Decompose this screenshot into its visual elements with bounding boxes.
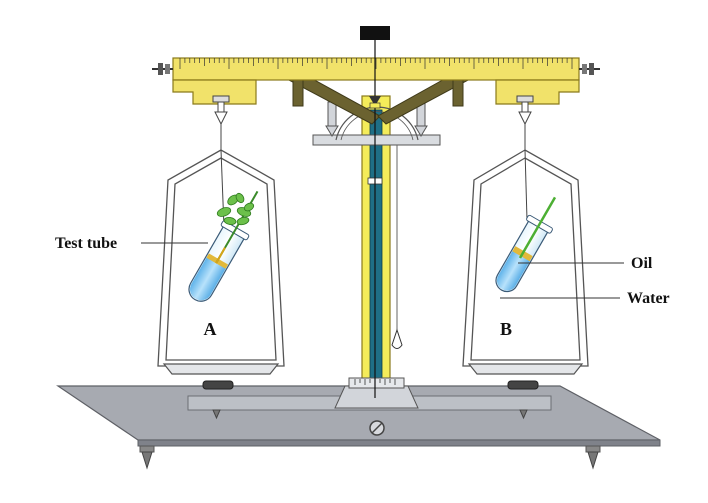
test-tube-b (495, 149, 557, 293)
knob-left (202, 380, 234, 390)
hanger-right (516, 95, 534, 150)
knob-right (507, 380, 539, 390)
label-pan-b: B (500, 319, 512, 339)
beam-end-screw-left (152, 63, 173, 75)
pointer-weight-icon (391, 145, 403, 349)
hanger-left (212, 95, 230, 150)
foot-right (585, 445, 601, 470)
label-oil: Oil (631, 255, 653, 272)
support-plate (312, 134, 441, 146)
beam-ticks (179, 58, 573, 69)
pan-a (162, 363, 280, 375)
leaf-icon (216, 192, 255, 226)
foot-left (139, 445, 155, 470)
support-hooks (325, 101, 428, 137)
pan-b (467, 363, 584, 375)
beam-end-screw-right (579, 63, 600, 75)
pointer (360, 26, 390, 398)
label-test-tube: Test tube (55, 235, 117, 252)
screw-icon (369, 420, 385, 436)
test-tube-a (188, 149, 259, 302)
label-water: Water (627, 290, 670, 307)
label-pan-a: A (204, 319, 217, 339)
